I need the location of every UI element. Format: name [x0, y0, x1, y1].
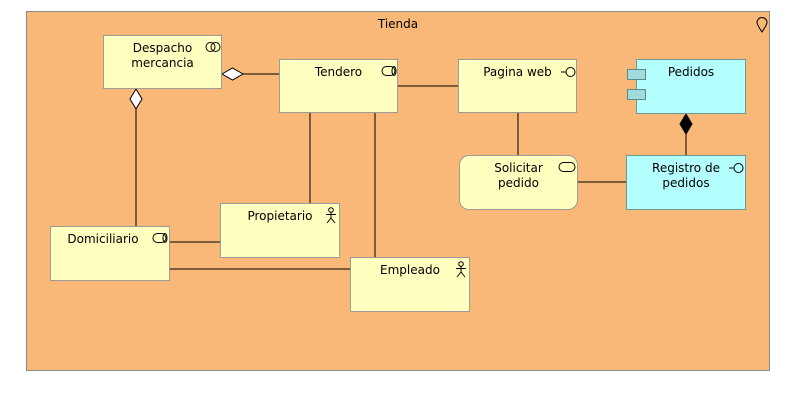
- interface-icon: [729, 163, 744, 173]
- group-label: Tienda: [377, 17, 419, 31]
- service-icon: [558, 162, 576, 172]
- node-domiciliario[interactable]: Domiciliario: [50, 226, 170, 281]
- component-tab-icon: [627, 89, 646, 100]
- node-label: Empleado: [380, 263, 440, 277]
- interface-icon: [561, 67, 576, 77]
- node-label: Propietario: [247, 209, 313, 223]
- node-label: Tendero: [314, 65, 363, 79]
- component-tab-icon: [627, 69, 646, 80]
- node-pedidos[interactable]: Pedidos: [636, 59, 746, 114]
- node-label: Domiciliario: [67, 232, 139, 246]
- node-label: Registro de pedidos: [652, 161, 720, 190]
- node-label: Pedidos: [667, 65, 715, 79]
- node-registro-de-pedidos[interactable]: Registro de pedidos: [626, 155, 746, 210]
- actor-icon: [326, 207, 336, 224]
- role-icon: [381, 66, 397, 76]
- node-solicitar-pedido[interactable]: Solicitar pedido: [459, 155, 578, 210]
- interaction-icon: [205, 42, 221, 52]
- actor-icon: [456, 261, 466, 278]
- node-empleado[interactable]: Empleado: [350, 257, 470, 312]
- node-label: Solicitar pedido: [494, 161, 543, 190]
- location-icon: [756, 17, 768, 33]
- node-label: Pagina web: [483, 65, 552, 79]
- node-despacho-mercancia[interactable]: Despacho mercancia: [103, 35, 222, 89]
- node-pagina-web[interactable]: Pagina web: [458, 59, 577, 113]
- node-tendero[interactable]: Tendero: [279, 59, 398, 113]
- role-icon: [152, 233, 168, 243]
- node-label: Despacho mercancia: [131, 41, 194, 70]
- node-propietario[interactable]: Propietario: [220, 203, 340, 258]
